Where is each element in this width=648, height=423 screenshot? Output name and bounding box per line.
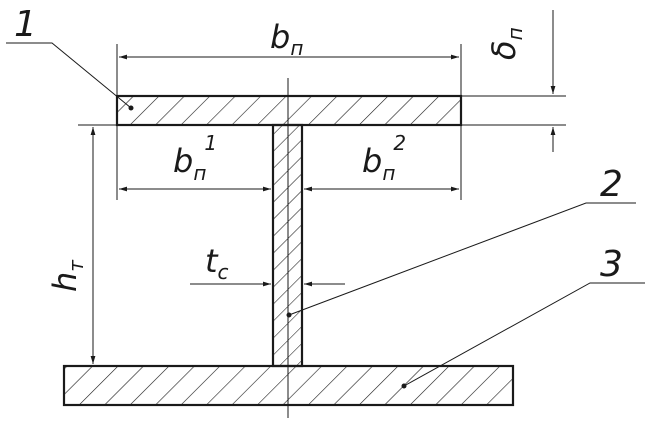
flange-overhang-dimensions <box>116 125 462 200</box>
flange-overhang-left-label: bп1 <box>173 131 217 185</box>
flange-width-dimension <box>116 44 462 96</box>
callout-1-label: 1 <box>14 4 37 45</box>
flange-thickness-dimension <box>461 10 566 152</box>
flange-thickness-label: δп <box>485 27 527 60</box>
web-height-dimension <box>78 124 117 364</box>
top-flange <box>115 94 463 127</box>
callout-2-label: 2 <box>600 164 623 205</box>
flange-overhang-right-label: bп2 <box>362 131 406 185</box>
callout-leaders <box>6 42 645 389</box>
callout-3-label: 3 <box>600 244 623 285</box>
flange-width-label: bп <box>270 18 303 60</box>
web-thickness-label: tс <box>205 242 229 284</box>
web-height-label: hт <box>46 259 88 292</box>
